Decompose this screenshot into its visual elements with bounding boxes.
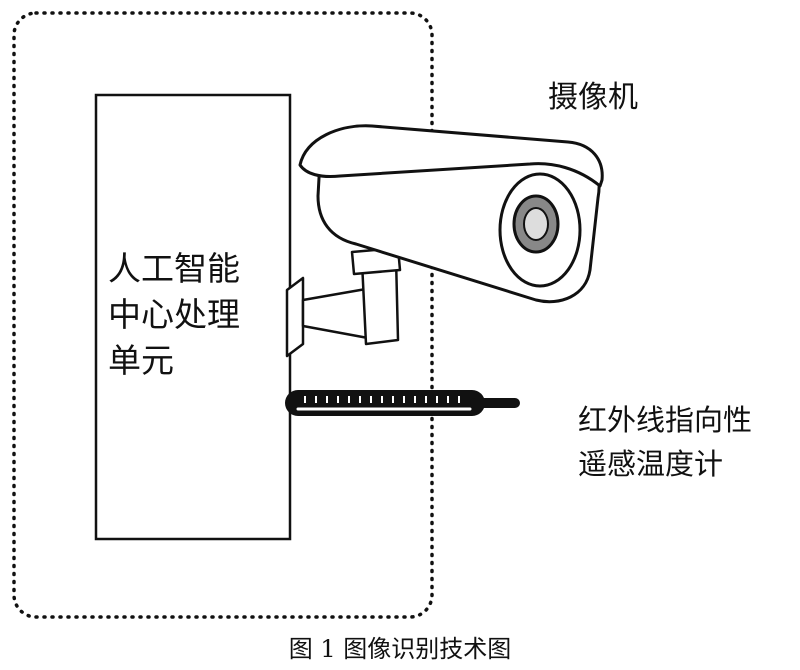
thermometer-label: 红外线指向性 遥感温度计 [578, 398, 752, 486]
camera [298, 124, 604, 304]
thermometer-probe [470, 398, 520, 408]
figure-caption: 图 1 图像识别技术图 [288, 635, 512, 663]
mount-horizontal-arm [301, 287, 370, 340]
thermometer [285, 390, 520, 416]
camera-mount [285, 246, 402, 358]
ai-unit-label: 人工智能 中心处理 单元 [108, 246, 278, 384]
ai-unit-label-line-3: 单元 [108, 341, 174, 380]
thermometer-label-line-2: 遥感温度计 [578, 447, 724, 481]
ai-unit-label-line-1: 人工智能 [108, 249, 240, 288]
thermometer-label-line-1: 红外线指向性 [578, 403, 753, 437]
camera-label: 摄像机 [548, 80, 638, 115]
ai-unit-box [94, 93, 292, 541]
dotted-enclosure [12, 11, 434, 619]
mount-wall-plate [285, 276, 305, 358]
ai-unit-label-line-2: 中心处理 [108, 295, 240, 334]
camera-sunshade [298, 124, 604, 188]
camera-lens [523, 207, 549, 241]
thermometer-scale [304, 396, 460, 403]
